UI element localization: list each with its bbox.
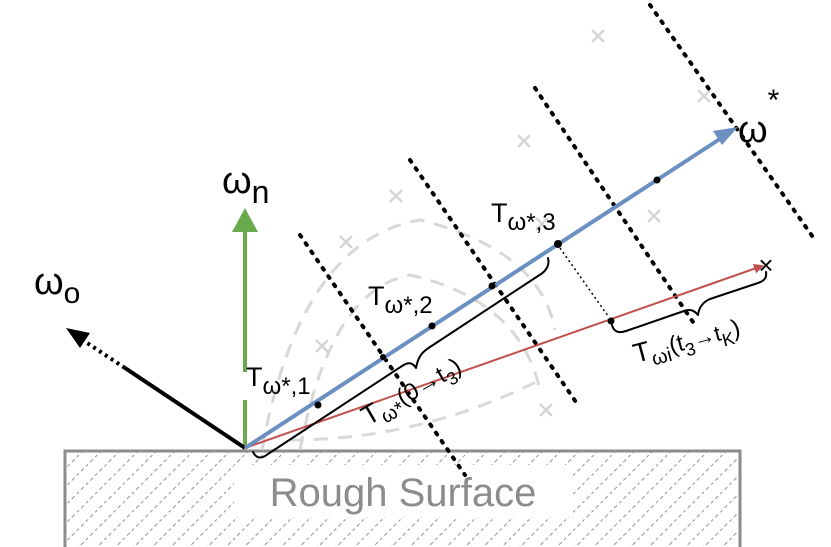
t1-T: T	[246, 362, 263, 392]
ghost-hemisphere	[260, 218, 557, 451]
label-omega-star: ω*	[738, 84, 780, 151]
ti-arrow: →t	[690, 321, 724, 352]
sample-point-4	[554, 240, 562, 248]
label-omega-o: ωo	[34, 261, 80, 310]
omega-n-sub: n	[252, 174, 270, 210]
ghost-arc-lower	[289, 378, 541, 442]
omega-star-ray	[243, 127, 738, 450]
sample-point-1	[314, 401, 322, 409]
sample-point-3	[488, 282, 496, 290]
perp-line-2	[408, 158, 580, 407]
ghost-arc-inner	[298, 273, 542, 451]
t2-sub: ω*,2	[385, 292, 433, 319]
label-T-omega-star-2: Tω*,2	[368, 281, 433, 319]
t3-T: T	[491, 198, 508, 228]
sample-points	[314, 176, 661, 409]
omega-star-base: ω	[738, 109, 768, 151]
label-T-omega-star-3: Tω*,3	[491, 198, 556, 236]
omega-o-base: ω	[34, 261, 64, 303]
sample-point-2	[428, 322, 436, 330]
t1-sub: ω*,1	[263, 373, 311, 400]
sample-point-5	[653, 176, 661, 184]
svg-text:Tωi(t3→tK): Tωi(t3→tK)	[630, 312, 745, 375]
ti-range-sub2: K	[720, 328, 737, 350]
label-T-omega-star-1: Tω*,1	[246, 362, 311, 400]
omega-n-base: ω	[222, 160, 252, 202]
brace-along-omega-star	[252, 257, 550, 459]
svg-text:Tω*,3: Tω*,3	[491, 198, 556, 236]
sample-point-6	[380, 354, 386, 360]
ti-range: (t	[666, 329, 687, 359]
projection-arrow	[559, 247, 609, 317]
t2-T: T	[368, 281, 385, 311]
svg-text:Tω*,2: Tω*,2	[368, 281, 433, 319]
svg-text:ω*: ω*	[738, 84, 780, 151]
sample-target-mark: ×	[758, 250, 773, 280]
perpendicular-dotted-lines	[298, 3, 817, 477]
label-omega-n: ωn	[222, 160, 269, 210]
ghost-arc-outer	[260, 218, 557, 451]
perp-line-1	[298, 233, 467, 477]
omega-star-sup: *	[768, 84, 780, 117]
normal-vector	[232, 208, 258, 448]
svg-text:ωn: ωn	[222, 160, 269, 210]
braces	[252, 257, 768, 459]
svg-text:Tω*,1: Tω*,1	[246, 362, 311, 400]
t3-sub: ω*,3	[508, 209, 556, 236]
sample-point-7	[607, 317, 615, 325]
ghost-sample-marks	[315, 29, 711, 417]
brace-along-omega-i	[611, 271, 768, 334]
surface-outline	[63, 449, 742, 547]
omega-o-sub: o	[64, 277, 81, 310]
omega-i-ray	[244, 263, 764, 449]
svg-text:ωo: ωo	[34, 261, 80, 310]
outgoing-vector	[66, 328, 247, 450]
t03-range: (0→t	[392, 362, 451, 412]
surface-label-bg	[234, 465, 572, 517]
label-T-omega-i: Tωi(t3→tK)	[630, 312, 745, 375]
rough-surface: Rough Surface	[63, 449, 742, 547]
perp-line-4	[648, 3, 817, 242]
ti-T: T	[630, 336, 654, 369]
ti-range-sub1: 3	[683, 338, 698, 360]
surface-label: Rough Surface	[270, 471, 537, 515]
